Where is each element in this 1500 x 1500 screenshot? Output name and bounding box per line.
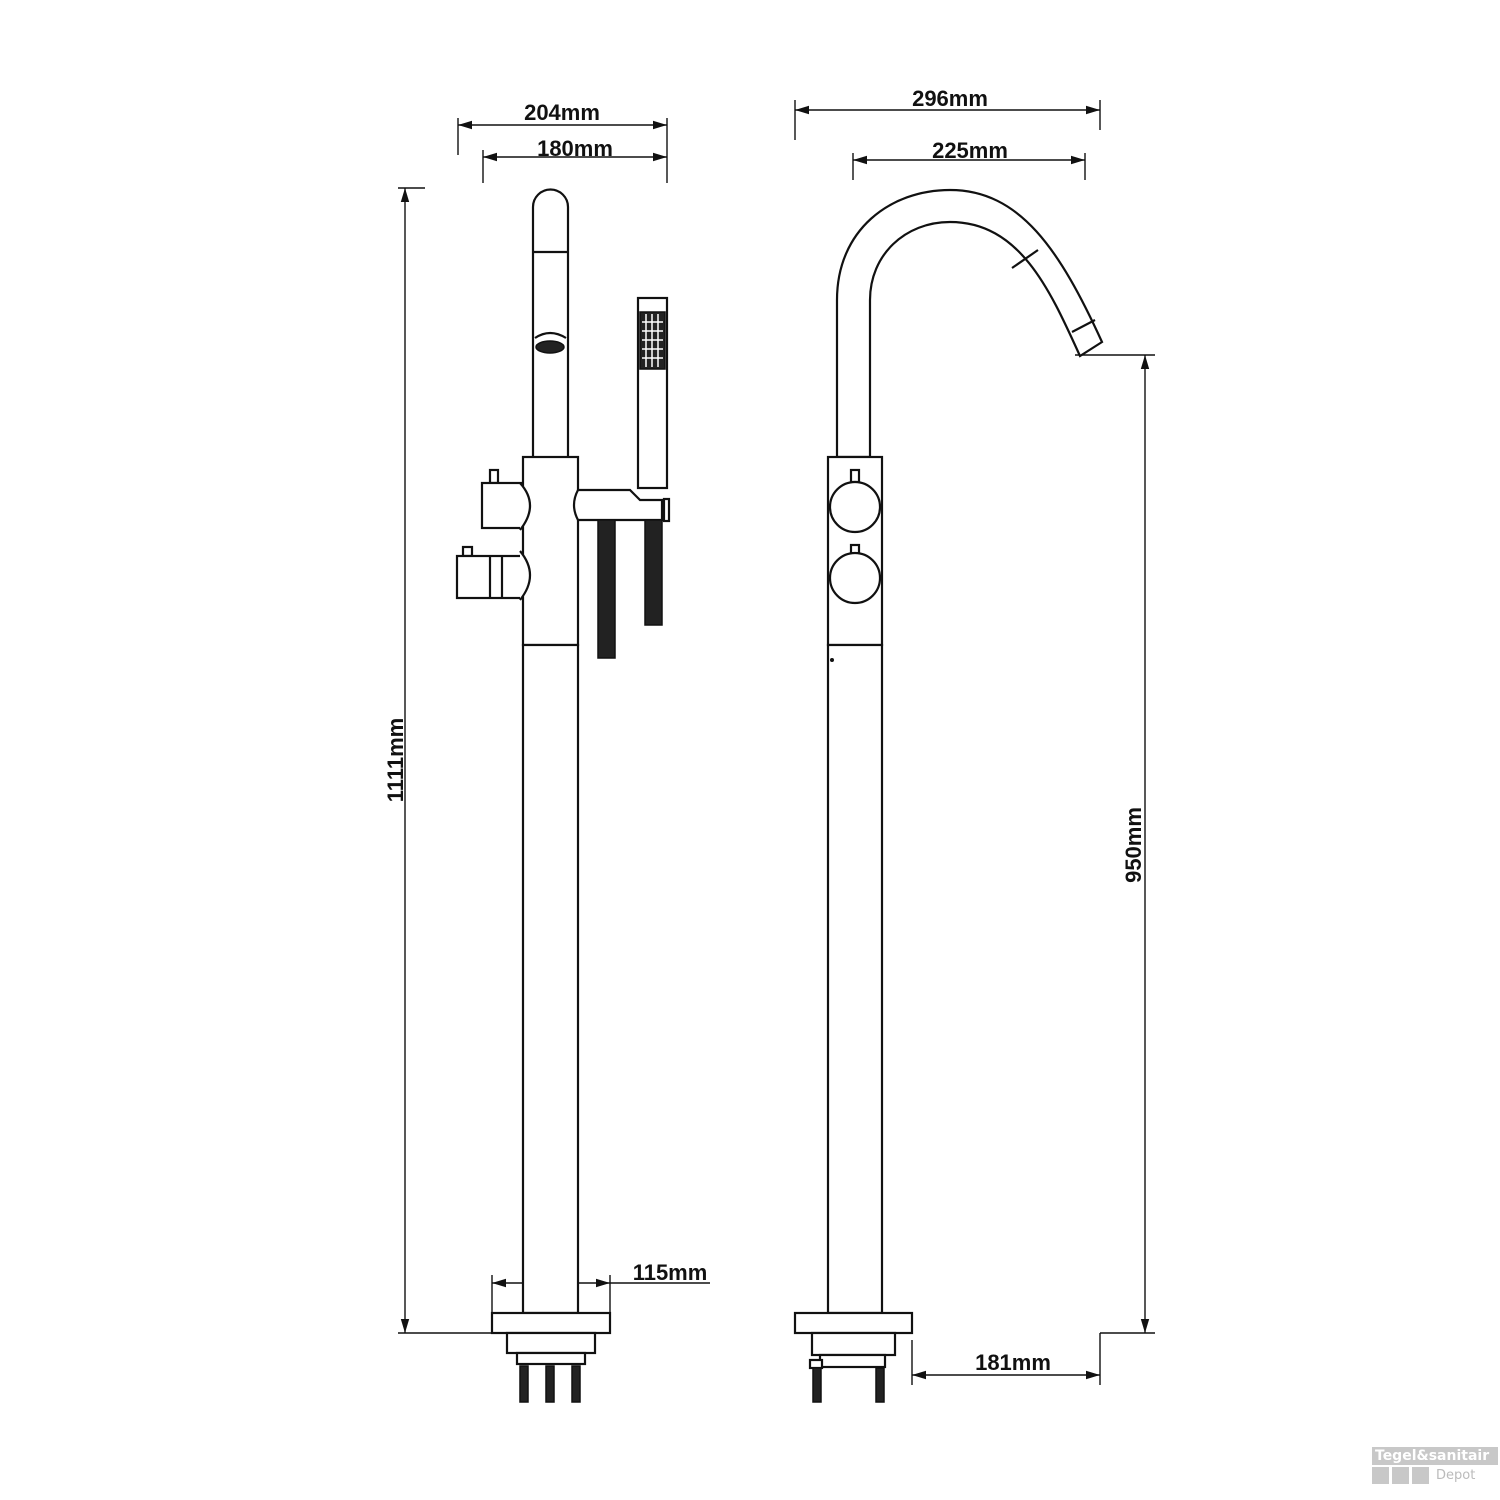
front-upper-knob — [480, 468, 532, 531]
side-lower-knob — [828, 543, 882, 605]
label-296mm: 296mm — [912, 86, 988, 111]
watermark-logo: Tegel&sanitair Depot — [1372, 1447, 1498, 1484]
dim-296 — [794, 100, 1101, 140]
dim-1111 — [398, 187, 492, 1334]
label-225mm: 225mm — [932, 138, 1008, 163]
front-spout — [531, 188, 570, 457]
watermark-sub: Depot — [1436, 1468, 1476, 1483]
side-upper-knob — [828, 468, 882, 534]
dim-225 — [852, 153, 1086, 180]
gooseneck-spout — [835, 188, 1104, 459]
hand-shower-holder — [572, 488, 664, 522]
label-1111mm: 1111mm — [383, 718, 408, 802]
front-lower-knob — [455, 545, 532, 601]
hand-shower — [636, 296, 669, 490]
side-column — [826, 643, 884, 1315]
label-950mm: 950mm — [1121, 807, 1146, 883]
front-body — [521, 455, 580, 647]
label-115mm: 115mm — [633, 1260, 708, 1285]
dim-180 — [482, 150, 667, 183]
dim-181 — [911, 1333, 1101, 1385]
aerator-icon — [535, 340, 565, 354]
drop-icon — [1372, 1467, 1389, 1484]
front-column — [521, 643, 580, 1315]
dim-950 — [1075, 354, 1155, 1334]
front-base-plate — [490, 1311, 612, 1335]
label-180mm: 180mm — [537, 136, 613, 161]
label-181mm: 181mm — [975, 1350, 1051, 1375]
watermark-brand: Tegel&sanitair — [1372, 1447, 1498, 1465]
front-view: 204mm 180mm 1111mm 115mm — [383, 100, 710, 1403]
hose-right — [644, 519, 663, 626]
side-view: 296mm 225mm 950mm 181mm — [793, 86, 1155, 1403]
side-base-plate — [793, 1311, 914, 1335]
hose-left — [597, 519, 616, 659]
dim-204 — [457, 118, 668, 183]
label-204mm: 204mm — [524, 100, 600, 125]
